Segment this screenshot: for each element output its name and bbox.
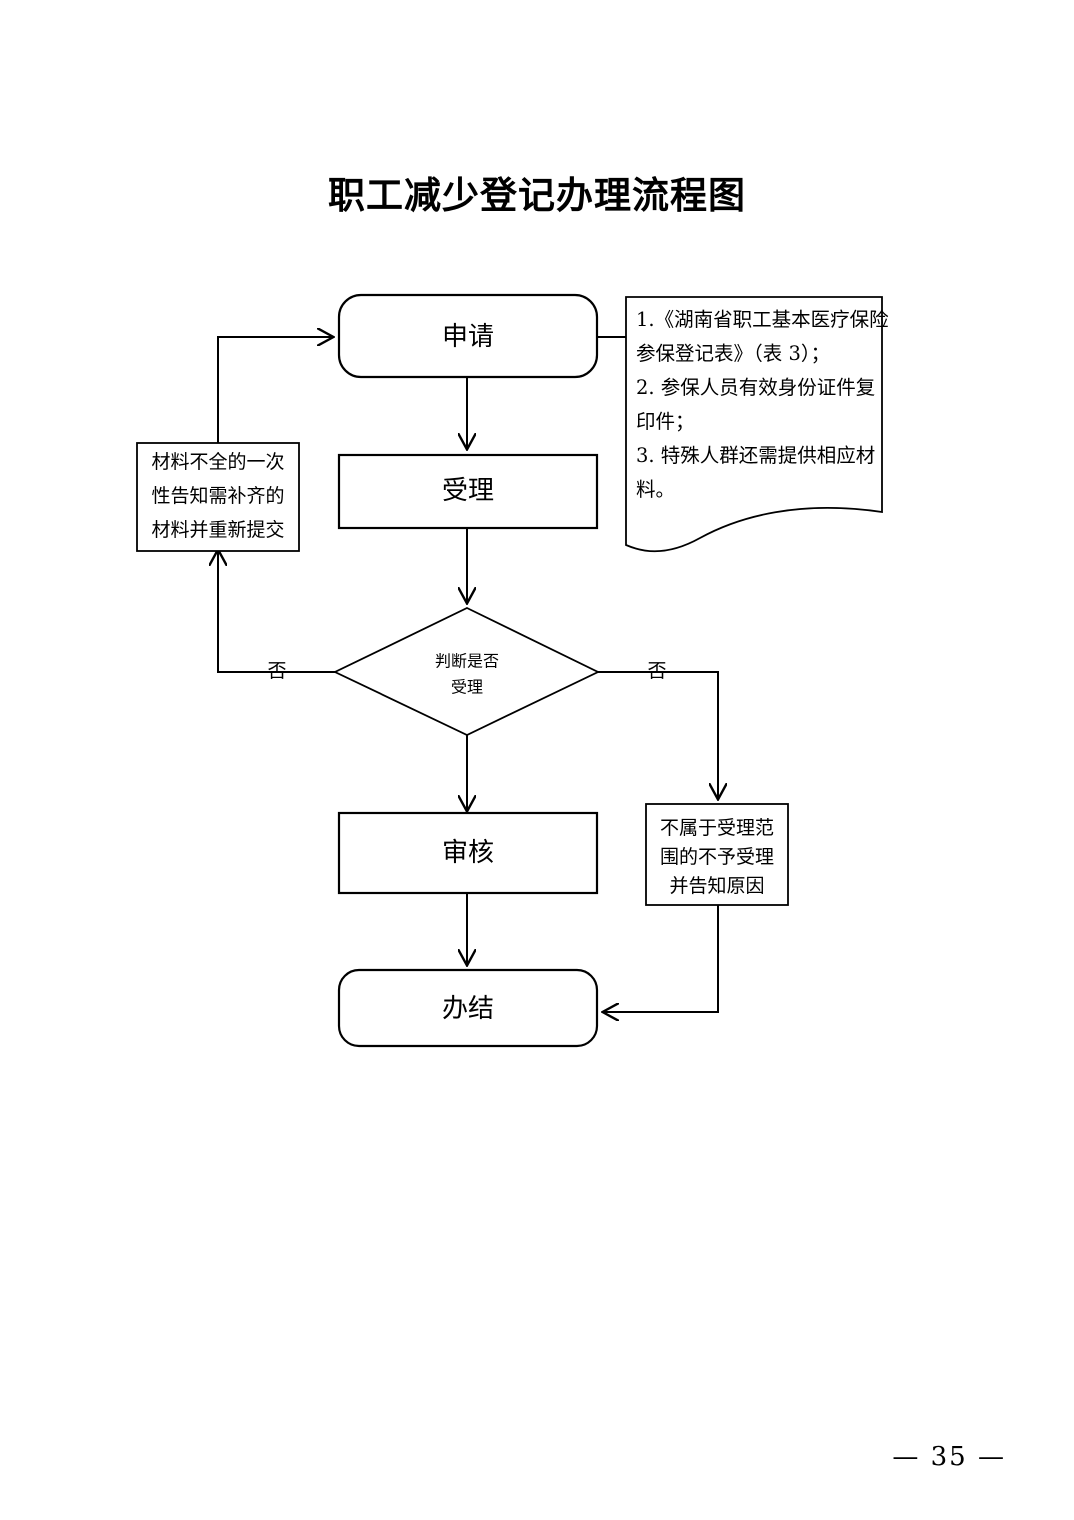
node-review-label: 审核 <box>442 838 494 868</box>
materials-note-line-1: 1.《湖南省职工基本医疗保险 <box>636 308 889 331</box>
materials-note-line-3: 2. 参保人员有效身份证件复 <box>636 376 876 399</box>
edge-reject-to-complete <box>604 905 719 1012</box>
edge-label-left-no: 否 <box>267 660 286 682</box>
materials-note-line-4: 印件； <box>636 410 695 433</box>
node-reject-label-line1: 不属于受理范 <box>660 817 774 839</box>
materials-note-text: 1.《湖南省职工基本医疗保险 参保登记表》（表 3）； 2. 参保人员有效身份证… <box>636 303 889 507</box>
edge-label-right-no: 否 <box>647 660 666 682</box>
node-decision[interactable] <box>332 606 601 736</box>
node-complete-label: 办结 <box>442 994 494 1024</box>
node-complete[interactable] <box>337 968 599 1048</box>
materials-note-line-6: 料。 <box>636 478 676 501</box>
node-incomplete-label-line1: 材料不全的一次 <box>151 451 284 473</box>
node-incomplete-label-line2: 性告知需补齐的 <box>151 485 284 507</box>
node-apply-label: 申请 <box>442 322 494 352</box>
node-incomplete-materials[interactable] <box>136 442 300 552</box>
node-reject[interactable] <box>645 803 789 906</box>
node-apply[interactable] <box>337 293 599 379</box>
edge-decision-to-incomplete <box>218 551 335 673</box>
node-reject-label-line2: 围的不予受理 <box>660 846 774 868</box>
node-accept[interactable] <box>337 453 599 530</box>
node-decision-label-line2: 受理 <box>451 678 483 697</box>
page-number: — 35 — <box>892 1442 1006 1472</box>
node-decision-label-line1: 判断是否 <box>435 652 499 671</box>
materials-note-shape[interactable] <box>625 296 883 553</box>
page-title: 职工减少登记办理流程图 <box>328 174 746 217</box>
node-reject-label-line3: 并告知原因 <box>669 875 764 897</box>
materials-note-line-5: 3. 特殊人群还需提供相应材 <box>636 444 876 467</box>
edge-decision-to-reject <box>598 671 718 798</box>
node-incomplete-label-line3: 材料并重新提交 <box>151 519 284 541</box>
node-accept-label: 受理 <box>442 476 494 506</box>
node-review[interactable] <box>337 811 599 895</box>
materials-note-line-2: 参保登记表》（表 3）； <box>636 342 831 365</box>
edge-incomplete-to-apply <box>217 337 332 455</box>
